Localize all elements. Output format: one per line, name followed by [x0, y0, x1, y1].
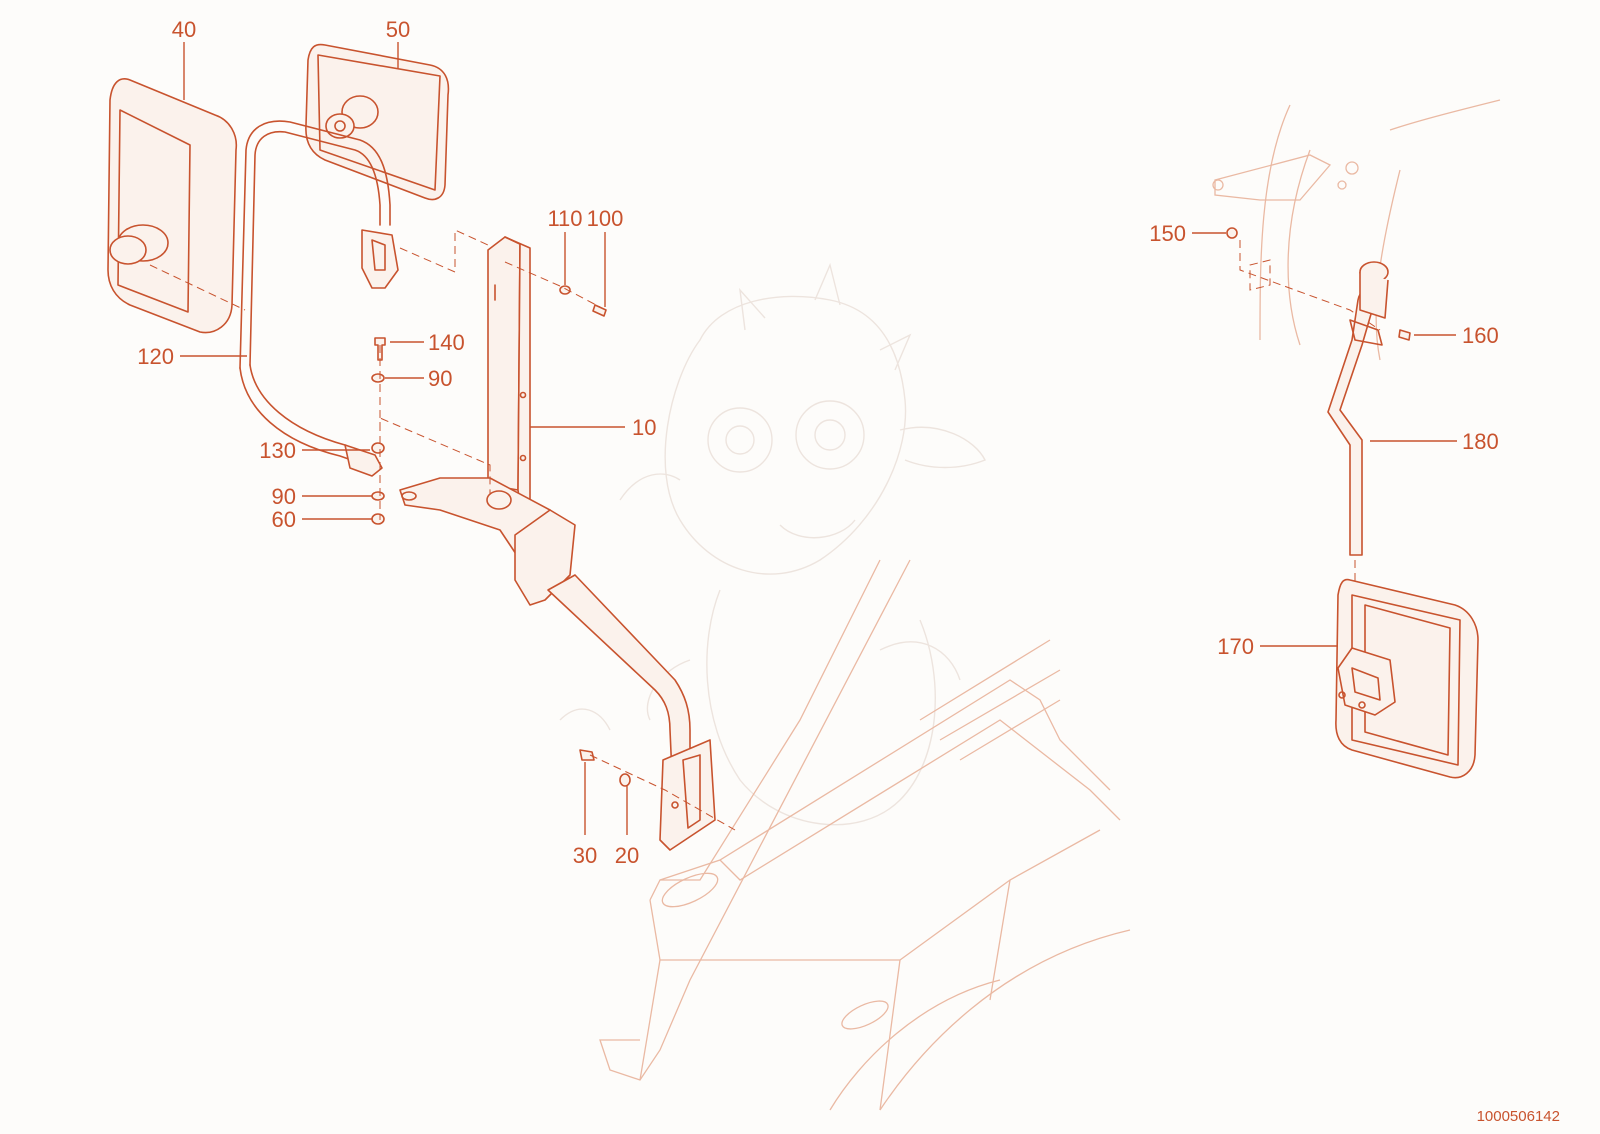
fastener-150 — [1226, 227, 1238, 239]
callout-60: 60 — [272, 507, 296, 532]
fastener-90b — [371, 491, 385, 501]
fastener-30 — [579, 749, 595, 761]
callout-10: 10 — [632, 415, 656, 440]
callout-180: 180 — [1462, 429, 1499, 454]
callout-labels: 40 50 110 100 140 90 120 10 130 90 60 30… — [137, 17, 1498, 868]
callout-30: 30 — [573, 843, 597, 868]
callout-130: 130 — [259, 438, 296, 463]
callout-140: 140 — [428, 330, 465, 355]
callout-160: 160 — [1462, 323, 1499, 348]
fastener-110 — [559, 285, 571, 295]
mirror-170 — [1335, 578, 1479, 779]
fastener-90a — [371, 373, 385, 383]
fastener-20 — [619, 773, 631, 787]
callout-90-lower: 90 — [272, 484, 296, 509]
fastener-100 — [592, 304, 607, 317]
callout-20: 20 — [615, 843, 639, 868]
fastener-60 — [371, 513, 385, 525]
bracket-10 — [399, 236, 716, 851]
callout-120: 120 — [137, 344, 174, 369]
fastener-130 — [371, 442, 385, 454]
callout-100: 100 — [587, 206, 624, 231]
fastener-160 — [1398, 329, 1411, 341]
rod-180 — [1327, 261, 1389, 556]
watermark-illustration — [559, 262, 986, 826]
callout-90-upper: 90 — [428, 366, 452, 391]
mirror-40 — [107, 78, 246, 334]
leader-lines — [180, 42, 1457, 835]
vehicle-frame-background — [599, 99, 1501, 1111]
tube-arm-120 — [239, 120, 399, 477]
assembly-lines — [379, 229, 1381, 831]
mirror-50 — [305, 43, 450, 201]
callout-40: 40 — [172, 17, 196, 42]
callout-50: 50 — [386, 17, 410, 42]
callout-150: 150 — [1149, 221, 1186, 246]
document-number: 1000506142 — [1477, 1108, 1560, 1125]
callout-110: 110 — [547, 206, 582, 231]
callout-170: 170 — [1217, 634, 1254, 659]
